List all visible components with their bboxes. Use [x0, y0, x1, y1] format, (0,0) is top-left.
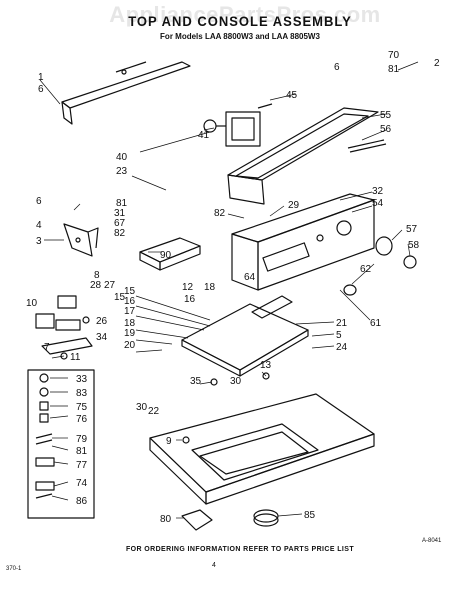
callout-67: 67 — [114, 218, 126, 229]
callout-35: 35 — [190, 376, 202, 387]
callout-74: 74 — [76, 478, 88, 489]
leader-lines — [39, 61, 419, 519]
console-panel — [231, 193, 375, 291]
callout-20: 20 — [124, 340, 136, 351]
callout-81: 81 — [388, 64, 400, 75]
callout-54: 54 — [372, 198, 384, 209]
callout-82b: 82 — [214, 208, 226, 219]
callout-80: 80 — [160, 514, 172, 525]
callout-8: 8 — [94, 270, 100, 281]
figure-code: A-8041 — [422, 538, 442, 544]
callout-2: 2 — [434, 58, 440, 69]
callout-45: 45 — [286, 90, 298, 101]
callout-19: 19 — [124, 328, 136, 339]
callout-21: 21 — [336, 318, 348, 329]
callout-1: 1 — [38, 72, 44, 83]
callout-12: 10 — [26, 298, 38, 309]
cabinet-top — [149, 372, 375, 505]
diagram-subtitle: For Models LAA 8800W3 and LAA 8805W3 — [160, 32, 320, 41]
callout-18b: 18 — [124, 318, 136, 329]
callout-28: 28 — [90, 280, 102, 291]
callout-labels: 1 6 2 70 81 6 45 55 56 41 40 23 81 31 67… — [26, 50, 440, 525]
callout-62: 62 — [360, 264, 372, 275]
callout-75: 75 — [76, 402, 88, 413]
callout-30b: 30 — [136, 402, 148, 413]
callout-32: 32 — [372, 186, 384, 197]
callout-15: 15 — [124, 286, 136, 297]
hardware-kit-box — [27, 369, 95, 519]
callout-86: 86 — [76, 496, 88, 507]
callout-14: 15 — [114, 292, 126, 303]
callout-76: 76 — [76, 414, 88, 425]
bottom-parts — [181, 509, 279, 531]
callout-11: 11 — [70, 352, 81, 363]
callout-81b: 81 — [116, 198, 128, 209]
document-code: 370-1 — [6, 566, 22, 572]
callout-29: 29 — [288, 200, 300, 211]
callout-6: 6 — [38, 84, 44, 95]
callout-81c: 81 — [76, 446, 88, 457]
small-parts-left — [35, 295, 93, 360]
callout-7: 7 — [44, 342, 50, 353]
callout-3: 3 — [36, 236, 42, 247]
callout-90: 90 — [160, 250, 172, 261]
callout-31: 31 — [114, 208, 126, 219]
callout-40: 40 — [116, 152, 128, 163]
callout-77: 77 — [76, 460, 88, 471]
callout-33: 33 — [76, 374, 88, 385]
page-number: 4 — [212, 562, 216, 569]
callout-18: 18 — [204, 282, 216, 293]
callout-70: 70 — [388, 50, 400, 61]
callout-34: 34 — [96, 332, 108, 343]
callout-26: 26 — [96, 316, 108, 327]
callout-9: 9 — [166, 436, 172, 447]
callout-61: 61 — [370, 318, 382, 329]
callout-6c: 6 — [36, 196, 42, 207]
callout-56: 56 — [380, 124, 392, 135]
callout-4: 4 — [36, 220, 42, 231]
timer — [203, 103, 273, 147]
trim-strip — [61, 61, 191, 125]
callout-82: 82 — [114, 228, 126, 239]
diagram-title: TOP AND CONSOLE ASSEMBLY — [128, 13, 352, 30]
callout-17: 17 — [124, 306, 136, 317]
callout-13: 12 — [182, 282, 194, 293]
top-lid — [181, 295, 309, 377]
callout-57: 57 — [406, 224, 418, 235]
callout-10: 13 — [260, 360, 272, 371]
callout-24: 24 — [336, 342, 348, 353]
callout-22: 22 — [148, 406, 160, 417]
callout-85: 85 — [304, 510, 316, 521]
callout-41: 41 — [198, 130, 210, 141]
switch-assembly — [139, 237, 201, 271]
ordering-info-footer: FOR ORDERING INFORMATION REFER TO PARTS … — [125, 546, 355, 553]
callout-16: 16 — [184, 294, 196, 305]
callout-27: 27 — [104, 280, 116, 291]
callout-58: 58 — [408, 240, 420, 251]
callout-83: 83 — [76, 388, 88, 399]
knobs — [343, 236, 417, 296]
console-glass — [227, 107, 387, 205]
callout-30: 30 — [230, 376, 242, 387]
callout-6b: 6 — [334, 62, 340, 73]
callout-55: 55 — [380, 110, 392, 121]
callout-79: 79 — [76, 434, 88, 445]
callout-5: 5 — [336, 330, 342, 341]
callout-16b: 16 — [124, 296, 136, 307]
mounting-bracket — [63, 223, 99, 257]
callout-23: 23 — [116, 166, 128, 177]
callout-64: 64 — [244, 272, 256, 283]
